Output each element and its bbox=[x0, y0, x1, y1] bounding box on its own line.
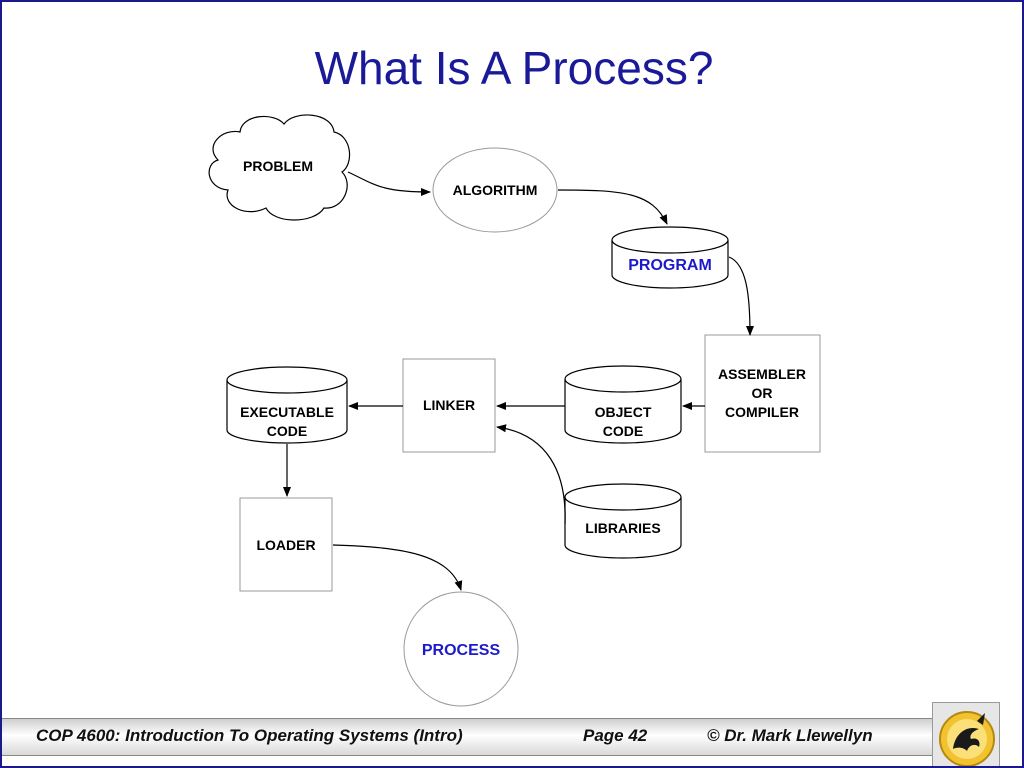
algorithm-node: ALGORITHM bbox=[432, 147, 558, 233]
algorithm-label: ALGORITHM bbox=[453, 182, 538, 198]
executable-label-line1: EXECUTABLE bbox=[240, 404, 334, 420]
linker-label: LINKER bbox=[423, 397, 475, 413]
footer-bar bbox=[2, 718, 932, 756]
object-code-label-line2: CODE bbox=[603, 423, 643, 439]
arrow-libraries-to-linker bbox=[496, 424, 566, 525]
logo-box bbox=[932, 702, 1000, 766]
slide-title: What Is A Process? bbox=[314, 42, 714, 94]
assembler-label-line1: ASSEMBLER bbox=[718, 366, 806, 382]
problem-label: PROBLEM bbox=[243, 158, 313, 174]
libraries-node: LIBRARIES bbox=[564, 483, 682, 559]
arrow-algorithm-to-program bbox=[557, 189, 668, 225]
arrow-problem-to-algorithm bbox=[347, 171, 431, 196]
linker-node: LINKER bbox=[402, 358, 496, 453]
libraries-label: LIBRARIES bbox=[585, 520, 660, 536]
program-node: PROGRAM bbox=[611, 226, 729, 289]
problem-cloud: PROBLEM bbox=[208, 114, 351, 221]
assembler-label-line2: OR bbox=[752, 385, 773, 401]
pegasus-logo-icon bbox=[939, 711, 995, 766]
assembler-compiler-node: ASSEMBLER OR COMPILER bbox=[704, 334, 821, 453]
footer-author: © Dr. Mark Llewellyn bbox=[707, 726, 873, 745]
loader-node: LOADER bbox=[239, 497, 333, 592]
loader-label: LOADER bbox=[256, 537, 315, 553]
object-code-node: OBJECT CODE bbox=[564, 365, 682, 444]
assembler-label-line3: COMPILER bbox=[725, 404, 799, 420]
process-label: PROCESS bbox=[422, 642, 501, 659]
object-code-label-line1: OBJECT bbox=[595, 404, 652, 420]
executable-code-node: EXECUTABLE CODE bbox=[226, 366, 348, 444]
program-label: PROGRAM bbox=[628, 257, 712, 274]
executable-label-line2: CODE bbox=[267, 423, 307, 439]
footer-page: Page 42 bbox=[583, 726, 648, 745]
arrow-loader-to-process bbox=[332, 544, 463, 591]
slide-footer: COP 4600: Introduction To Operating Syst… bbox=[2, 702, 1022, 766]
footer-course: COP 4600: Introduction To Operating Syst… bbox=[36, 726, 463, 745]
arrow-program-to-assembler bbox=[728, 256, 754, 336]
process-node: PROCESS bbox=[403, 591, 519, 707]
